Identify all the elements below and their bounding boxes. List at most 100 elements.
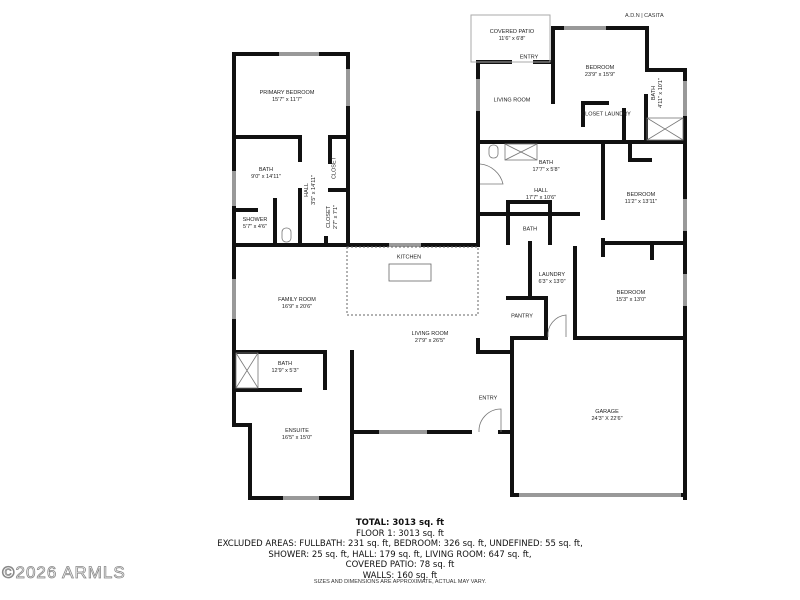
room-dims: 11'2" x 13'11"	[624, 199, 658, 205]
room-name: HALL	[534, 188, 548, 194]
room-bath-hall: BATH	[523, 227, 537, 234]
room-dims: 5'7" x 4'6"	[242, 224, 268, 230]
room-dims: 23'9" x 15'9"	[584, 72, 616, 78]
room-name: CLOSET	[331, 156, 338, 180]
door-swing	[547, 314, 567, 338]
window	[683, 274, 687, 306]
disclaimer: SIZES AND DIMENSIONS ARE APPROXIMATE, AC…	[313, 579, 487, 585]
room-dims: 15'7" x 11'7"	[272, 97, 302, 103]
wall	[476, 338, 512, 354]
shower-stall	[235, 352, 259, 389]
wall	[603, 26, 687, 84]
window	[564, 26, 606, 30]
header-tag: A.D.N | CASITA	[625, 13, 664, 19]
wall	[316, 350, 354, 500]
room-name: BEDROOM	[616, 290, 646, 296]
room-entry-main: ENTRY	[479, 396, 498, 403]
room-name: CLOSET	[326, 205, 332, 229]
toilet	[281, 227, 292, 243]
wall	[581, 101, 609, 127]
room-closet-laundry: CLOSET LAUNDRY	[581, 112, 631, 119]
room-dims: 12'9" x 5'3"	[271, 368, 299, 374]
window	[683, 199, 687, 231]
excluded-areas-2: SHOWER: 25 sq. ft, HALL: 179 sq. ft, LIV…	[268, 549, 532, 560]
door-swing	[478, 408, 502, 433]
room-name: PRIMARY BEDROOM	[259, 90, 315, 96]
room-dims: 17'7" x 5'8"	[532, 167, 560, 173]
room-name: BATH	[522, 226, 538, 233]
garage-door	[519, 493, 681, 497]
room-dims: 15'3" x 13'0"	[615, 297, 647, 303]
room-name: PANTRY	[511, 313, 533, 320]
window	[683, 81, 687, 116]
wall	[232, 350, 327, 390]
room-name: KITCHEN	[396, 254, 422, 261]
room-name: BATH	[277, 361, 293, 367]
room-entry-casita: ENTRY	[520, 55, 539, 62]
room-dims: 16'5" x 15'0"	[281, 435, 313, 441]
room-name: CLOSET LAUNDRY	[581, 111, 631, 118]
room-name: BATH	[258, 167, 274, 173]
shower-stall	[646, 117, 684, 141]
room-dims: 27'9" x 26'5"	[414, 338, 446, 344]
room-pantry: PANTRY	[511, 314, 533, 321]
room-dims: 16'9" x 20'6"	[281, 304, 313, 310]
room-name: BATH	[538, 160, 554, 166]
room-name: LAUNDRY	[538, 272, 566, 278]
room-name: SHOWER	[242, 217, 268, 223]
room-name: LIVING ROOM	[411, 331, 449, 337]
wall	[232, 52, 282, 174]
kitchen-outline	[346, 246, 479, 316]
wall	[628, 140, 652, 162]
room-dims: 4'11" x 10'1"	[658, 78, 664, 108]
room-name: HALL	[304, 183, 310, 197]
door-swing	[479, 163, 504, 185]
kitchen-island	[388, 263, 432, 282]
wall	[232, 316, 286, 500]
room-name: ENTRY	[519, 54, 539, 61]
walls-area: WALLS: 160 sq. ft	[362, 570, 438, 581]
room-name: GARAGE	[595, 409, 619, 415]
window	[389, 243, 421, 247]
room-living-casita: LIVING ROOM	[494, 98, 531, 105]
wall	[506, 296, 548, 340]
wall	[506, 200, 552, 245]
window	[232, 171, 236, 206]
window	[283, 496, 319, 500]
total-area: TOTAL: 3013 sq. ft	[355, 518, 445, 528]
toilet	[488, 144, 499, 159]
room-name: FAMILY ROOM	[278, 297, 316, 303]
room-dims: 6'3" x 13'0"	[538, 279, 566, 285]
wall	[328, 135, 350, 164]
area-summary: TOTAL: 3013 sq. ft FLOOR 1: 3013 sq. ft …	[217, 518, 583, 581]
window	[279, 52, 319, 56]
room-kitchen: KITCHEN	[397, 255, 421, 262]
wall	[510, 338, 522, 497]
room-dims: 9'0" x 14'11"	[251, 174, 281, 180]
excluded-areas-1: EXCLUDED AREAS: FULLBATH: 231 sq. ft, BE…	[217, 539, 583, 549]
window	[379, 430, 427, 434]
wall	[316, 52, 350, 72]
room-dims: 17'7" x 10'6"	[525, 195, 557, 201]
room-name: ENTRY	[478, 395, 498, 402]
room-name: BATH	[651, 85, 657, 101]
room-name: LIVING ROOM	[493, 97, 531, 104]
floor-area: FLOOR 1: 3013 sq. ft	[355, 528, 445, 539]
